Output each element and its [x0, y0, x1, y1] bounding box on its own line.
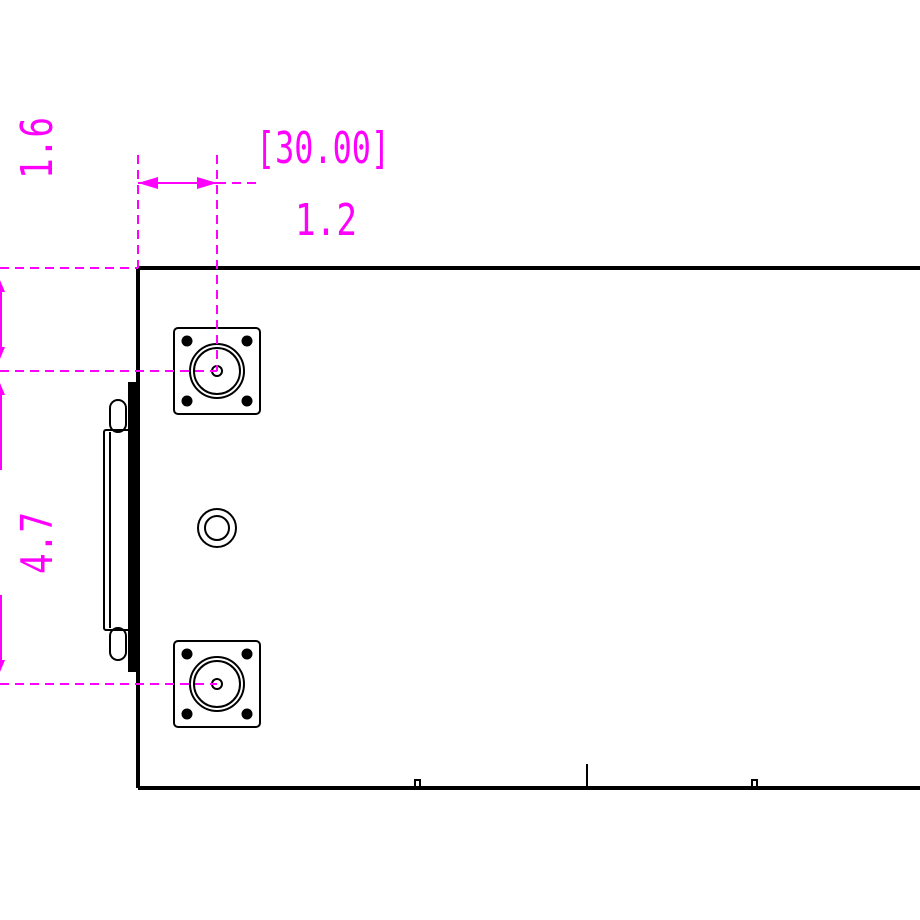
reference-dimension-label: [30.00] — [256, 123, 390, 174]
housing-body — [136, 266, 920, 790]
vertical-spacing-label: 4.7 — [12, 512, 63, 574]
horizontal-offset-label: 1.2 — [295, 195, 357, 246]
arrowhead-left — [138, 177, 158, 189]
ring-terminal-icon — [197, 508, 237, 548]
side-mounting-rail — [103, 382, 136, 672]
vertical-top-label: 1.6 — [12, 117, 63, 179]
dimension-lines — [0, 155, 256, 685]
arrowhead-right — [197, 177, 217, 189]
